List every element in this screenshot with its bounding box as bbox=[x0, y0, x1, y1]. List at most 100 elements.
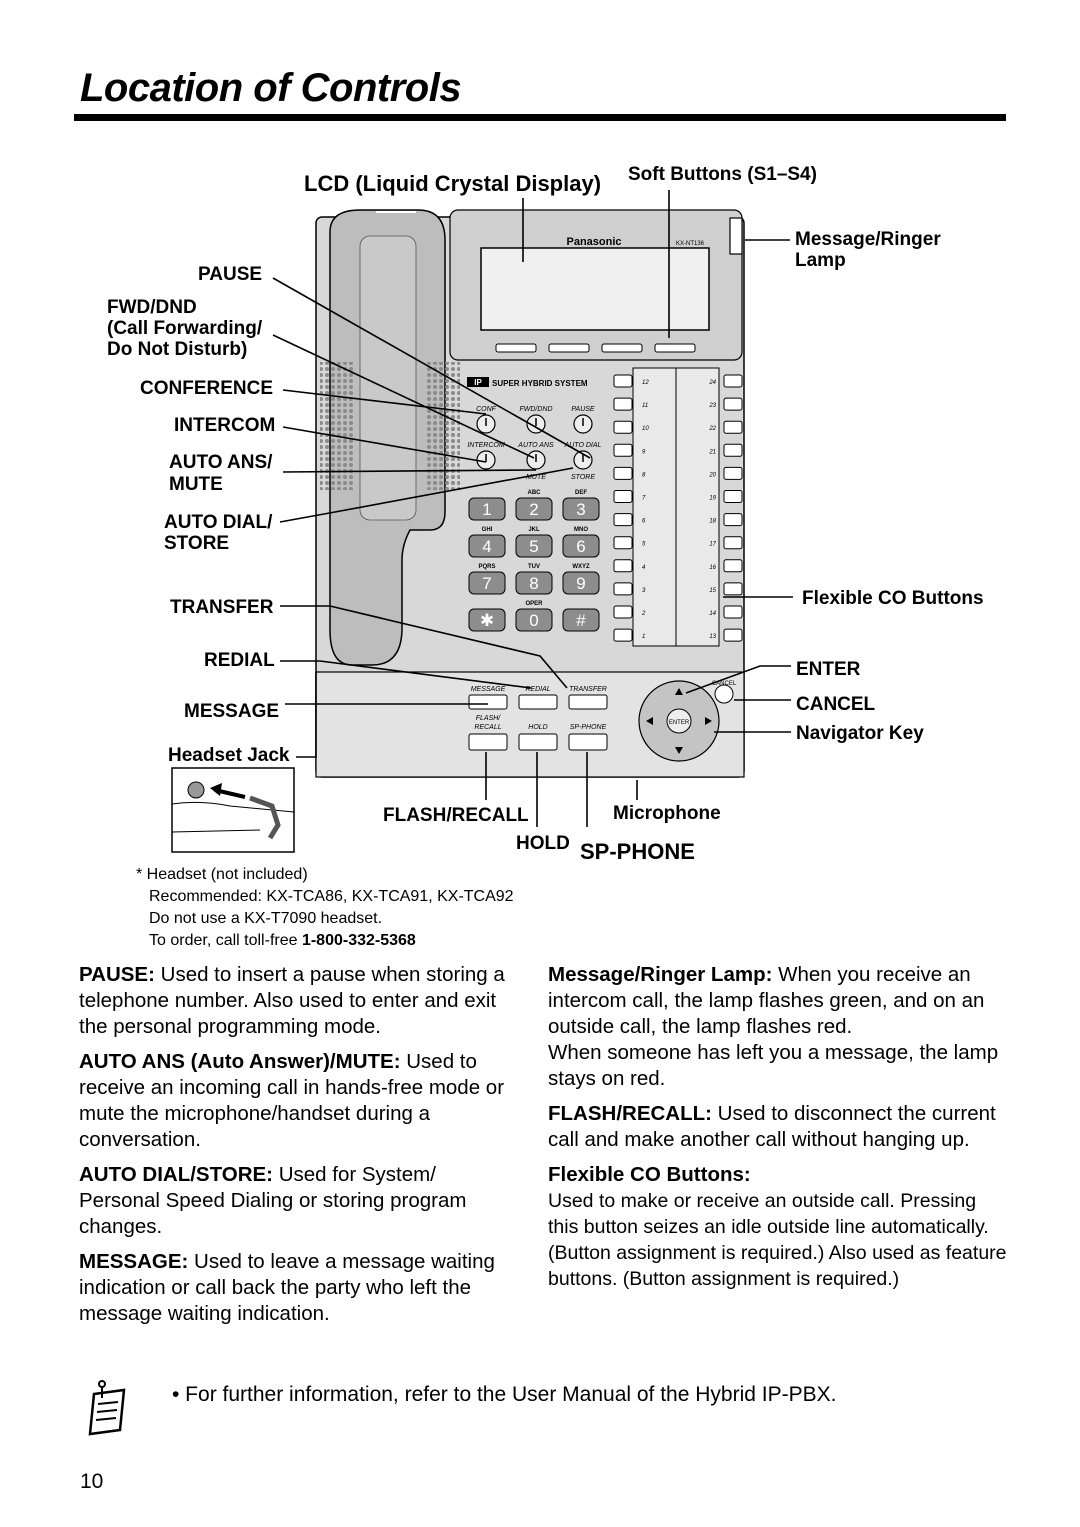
keypad-digit: 1 bbox=[482, 500, 491, 519]
desc-auto-dial: AUTO DIAL/STORE: Used for System/ Person… bbox=[79, 1163, 467, 1238]
func-label: SP-PHONE bbox=[570, 724, 607, 731]
note-icon bbox=[88, 1380, 126, 1436]
keypad-key bbox=[515, 534, 553, 558]
co-number: 6 bbox=[642, 519, 646, 525]
desc-flexible-co-body: Used to make or receive an outside call.… bbox=[548, 1190, 1007, 1290]
keypad-key bbox=[562, 608, 600, 632]
co-number: 23 bbox=[708, 403, 716, 409]
co-number: 8 bbox=[642, 472, 646, 478]
label-cancel: CANCEL bbox=[796, 694, 876, 715]
co-button bbox=[723, 513, 743, 527]
label-hold: HOLD bbox=[516, 833, 570, 854]
keypad-digit: 0 bbox=[529, 611, 538, 630]
keypad-key bbox=[468, 608, 506, 632]
page-title: Location of Controls bbox=[80, 66, 462, 110]
headset-note-line3: Do not use a KX-T7090 headset. bbox=[149, 910, 383, 927]
order-phone-number: 1-800-332-5368 bbox=[301, 932, 416, 949]
func-label: MESSAGE bbox=[471, 686, 506, 693]
keypad-key bbox=[562, 497, 600, 521]
keypad-digit: ✱ bbox=[480, 611, 494, 630]
label-auto-dial-2: STORE bbox=[164, 533, 230, 554]
label-lcd: LCD (Liquid Crystal Display) bbox=[304, 171, 602, 196]
label-auto-ans-1: AUTO ANS/ bbox=[169, 452, 273, 473]
co-button bbox=[613, 466, 633, 480]
func-button bbox=[568, 694, 608, 710]
func-button bbox=[518, 733, 558, 751]
model-text: KX-NT136 bbox=[676, 241, 705, 247]
co-number: 4 bbox=[642, 565, 646, 571]
keypad-digit: 9 bbox=[576, 574, 585, 593]
desc-auto-ans: AUTO ANS (Auto Answer)/MUTE: Used to rec… bbox=[79, 1050, 505, 1151]
keypad-letters: TUV bbox=[528, 564, 540, 570]
label-flexible-co: Flexible CO Buttons bbox=[802, 588, 984, 609]
desc-msg-lamp: Message/Ringer Lamp: When you receive an… bbox=[548, 963, 985, 1038]
co-button bbox=[723, 628, 743, 642]
feature-key-label: AUTO ANS bbox=[517, 442, 554, 449]
label-fwd-3: Do Not Disturb) bbox=[107, 339, 248, 360]
co-number: 5 bbox=[642, 542, 646, 548]
keypad-letters: OPER bbox=[525, 601, 543, 607]
func-button bbox=[568, 733, 608, 751]
feature-key-label: INTERCOM bbox=[467, 442, 505, 449]
keypad-digit: 7 bbox=[482, 574, 491, 593]
keypad-letters: ABC bbox=[528, 490, 542, 496]
co-button bbox=[613, 628, 633, 642]
func-label: TRANSFER bbox=[569, 686, 607, 693]
brand-logo: Panasonic bbox=[566, 236, 621, 248]
label-conference: CONFERENCE bbox=[140, 378, 274, 399]
label-sp-phone: SP-PHONE bbox=[580, 839, 695, 864]
co-button bbox=[613, 559, 633, 573]
co-button bbox=[723, 490, 743, 503]
label-navigator: Navigator Key bbox=[796, 723, 924, 744]
leader-lines bbox=[272, 190, 793, 827]
page-number: 10 bbox=[80, 1470, 104, 1493]
keypad-digit: 3 bbox=[576, 500, 585, 519]
co-button bbox=[723, 559, 743, 573]
co-number: 10 bbox=[642, 426, 649, 432]
headset-note-line1: * Headset (not included) bbox=[136, 866, 308, 883]
soft-button-s1 bbox=[495, 343, 537, 353]
label-auto-ans-2: MUTE bbox=[169, 474, 223, 495]
co-button bbox=[723, 374, 743, 388]
phone-diagram: Panasonic KX-NT136 IP SUPER HYBRID SYSTE… bbox=[171, 190, 793, 853]
feature-key-label: PAUSE bbox=[571, 406, 595, 413]
soft-button-s2 bbox=[548, 343, 590, 353]
co-number: 7 bbox=[642, 496, 646, 502]
handset bbox=[329, 209, 446, 666]
descriptions-right: Message/Ringer Lamp: When you receive an… bbox=[548, 962, 1008, 1301]
keypad-key bbox=[515, 497, 553, 521]
keypad-letters: PQRS bbox=[478, 564, 495, 570]
soft-buttons bbox=[495, 343, 696, 353]
co-button bbox=[723, 466, 743, 480]
keypad-letters: DEF bbox=[575, 490, 587, 496]
co-number: 13 bbox=[709, 634, 716, 640]
co-button bbox=[723, 443, 743, 457]
keypad: 1ABC2DEF3GHI4JKL5MNO6PQRS7TUV8WXYZ9✱OPER… bbox=[468, 490, 600, 632]
co-number: 18 bbox=[709, 519, 716, 525]
keypad-key bbox=[515, 608, 553, 632]
label-msg-lamp-2: Lamp bbox=[795, 250, 846, 271]
label-enter: ENTER bbox=[796, 659, 861, 680]
co-button bbox=[723, 397, 743, 411]
func-label: FLASH/ bbox=[476, 715, 502, 722]
func-button bbox=[468, 694, 508, 710]
message-lamp bbox=[729, 217, 743, 255]
desc-flash: FLASH/RECALL: Used to disconnect the cur… bbox=[548, 1102, 996, 1151]
lcd-screen bbox=[480, 247, 710, 331]
co-number: 21 bbox=[708, 449, 716, 455]
keypad-digit: 4 bbox=[482, 537, 491, 556]
keypad-digit: # bbox=[576, 611, 586, 630]
headset-note-line2: Recommended: KX-TCA86, KX-TCA91, KX-TCA9… bbox=[149, 888, 514, 905]
feature-key-label: CONF bbox=[476, 406, 497, 413]
headset-note-line4: To order, call toll-free 1-800-332-5368 bbox=[149, 932, 416, 949]
keypad-key bbox=[515, 571, 553, 595]
co-button bbox=[613, 513, 633, 527]
co-number: 17 bbox=[709, 542, 716, 548]
co-number: 12 bbox=[642, 380, 649, 386]
label-headset-jack: Headset Jack bbox=[168, 745, 290, 766]
func-label: RECALL bbox=[474, 724, 501, 731]
keypad-digit: 8 bbox=[529, 574, 538, 593]
label-intercom: INTERCOM bbox=[174, 415, 276, 436]
